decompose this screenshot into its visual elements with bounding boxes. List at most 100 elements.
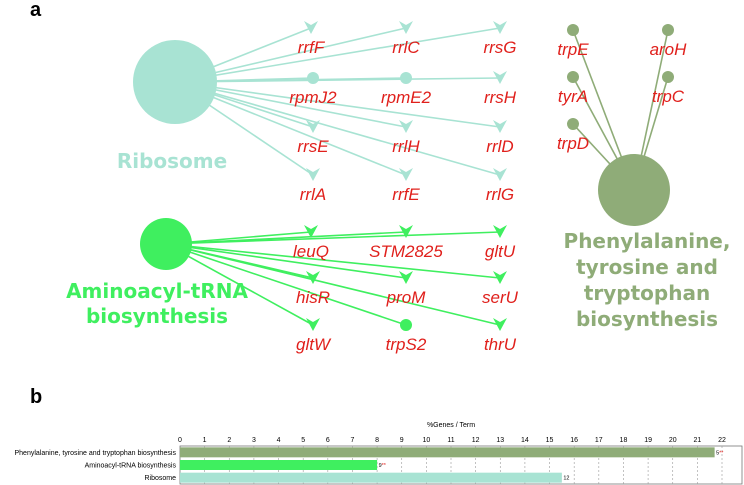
node-thru [493, 318, 507, 331]
x-tick-label-22: 22 [718, 437, 726, 444]
x-tick-label-5: 5 [301, 437, 305, 444]
gene-label-trps2: trpS2 [386, 335, 427, 354]
edge-rrsh [174, 77, 501, 83]
x-tick-label-6: 6 [326, 437, 330, 444]
node-rrsh [493, 71, 507, 84]
x-tick-label-7: 7 [351, 437, 355, 444]
x-tick-label-14: 14 [521, 437, 529, 444]
edge-gltw [165, 243, 314, 326]
gene-label-rrff: rrfF [298, 38, 326, 57]
gene-label-trpc: trpC [652, 87, 685, 106]
node-hisr [306, 271, 320, 284]
x-tick-label-0: 0 [178, 437, 182, 444]
gene-label-rrsh: rrsH [484, 88, 517, 107]
chart-title: %Genes / Term [427, 422, 475, 429]
gene-label-gltu: gltU [485, 242, 516, 261]
node-trpe [567, 24, 579, 36]
hub-phe [598, 154, 670, 226]
node-tyra [567, 71, 579, 83]
node-rrla [306, 168, 320, 181]
gene-label-thru: thrU [484, 335, 517, 354]
gene-label-tyra: tyrA [558, 87, 588, 106]
gene-label-rrld: rrlD [486, 137, 513, 156]
node-rrld [493, 120, 507, 133]
x-tick-label-20: 20 [669, 437, 677, 444]
x-tick-label-16: 16 [570, 437, 578, 444]
category-label-aminoacyl-trna-biosynthesis: Aminoacyl-tRNA biosynthesis [85, 463, 177, 470]
gene-label-trpd: trpD [557, 134, 589, 153]
category-label-ribosome: Ribosome [144, 475, 176, 482]
node-leuq [304, 225, 318, 238]
panel-label-a: a [30, 0, 42, 21]
node-prom [399, 271, 413, 284]
node-rrlh [399, 120, 413, 133]
node-rrff [304, 21, 318, 34]
gene-label-leuq: leuQ [293, 242, 329, 261]
x-tick-label-18: 18 [620, 437, 628, 444]
x-tick-label-2: 2 [227, 437, 231, 444]
gene-label-rpme2: rpmE2 [381, 88, 432, 107]
x-tick-label-3: 3 [252, 437, 256, 444]
node-rrsg [493, 21, 507, 34]
x-tick-label-9: 9 [400, 437, 404, 444]
edge-gltu [165, 231, 501, 245]
edge-rrld [174, 81, 501, 128]
x-tick-label-8: 8 [375, 437, 379, 444]
node-aroh [662, 24, 674, 36]
edge-seru [165, 243, 501, 279]
node-trps2 [400, 319, 412, 331]
x-tick-label-15: 15 [546, 437, 554, 444]
edge-rrsg [174, 27, 501, 83]
gene-label-stm2825: STM2825 [369, 242, 443, 261]
gene-label-trpe: trpE [557, 40, 589, 59]
bar-count-label: 9** [379, 463, 387, 469]
hub-aminoacyl [140, 218, 192, 270]
node-trpd [567, 118, 579, 130]
gene-label-seru: serU [482, 288, 519, 307]
edge-trps2 [165, 243, 407, 326]
hub-ribosome [133, 40, 217, 124]
gene-label-rpmj2: rpmJ2 [289, 88, 337, 107]
edge-rrlg [174, 81, 501, 176]
node-gltw [306, 318, 320, 331]
gene-label-rrse: rrsE [297, 137, 329, 156]
node-rrfe [399, 168, 413, 181]
gene-label-hisr: hisR [296, 288, 330, 307]
bar-aminoacyl-trna-biosynthesis [180, 460, 378, 470]
x-tick-label-13: 13 [496, 437, 504, 444]
network-hubs [133, 40, 670, 270]
gene-label-rrlc: rrlC [392, 38, 420, 57]
node-trpc [662, 71, 674, 83]
node-rrse [306, 120, 320, 133]
node-rpmj2 [307, 72, 319, 84]
network-markers [304, 21, 674, 331]
bar-count-label: 5** [716, 450, 724, 456]
category-label-phenylalanine-tyrosine-and-tryptophan-biosynthesis: Phenylalanine, tyrosine and tryptophan b… [15, 450, 177, 457]
x-tick-label-21: 21 [693, 437, 701, 444]
node-seru [493, 271, 507, 284]
x-tick-label-11: 11 [447, 437, 454, 444]
network-gene-labels: rrfF rrlC rrsG rpmJ2 rpmE2 rrsH rrsE rrlH rrlD rr… [289, 38, 687, 354]
gene-label-rrsg: rrsG [483, 38, 516, 57]
edge-thru [165, 243, 501, 326]
edge-prom [165, 243, 407, 279]
x-tick-label-12: 12 [472, 437, 480, 444]
gene-label-prom: proM [386, 288, 427, 307]
bar-phenylalanine-tyrosine-and-tryptophan-biosynthesis [180, 447, 715, 458]
gene-label-gltw: gltW [296, 335, 332, 354]
gene-label-rrfe: rrfE [392, 185, 420, 204]
node-gltu [493, 225, 507, 238]
hub-label-ribosome: Ribosome [117, 149, 227, 173]
node-stm2825 [399, 225, 413, 238]
x-tick-label-17: 17 [595, 437, 603, 444]
x-tick-label-19: 19 [644, 437, 652, 444]
x-tick-label-10: 10 [422, 437, 430, 444]
node-rpme2 [400, 72, 412, 84]
bar-ribosome [180, 472, 562, 483]
gene-label-rrlh: rrlH [392, 137, 420, 156]
x-tick-label-1: 1 [203, 437, 207, 444]
